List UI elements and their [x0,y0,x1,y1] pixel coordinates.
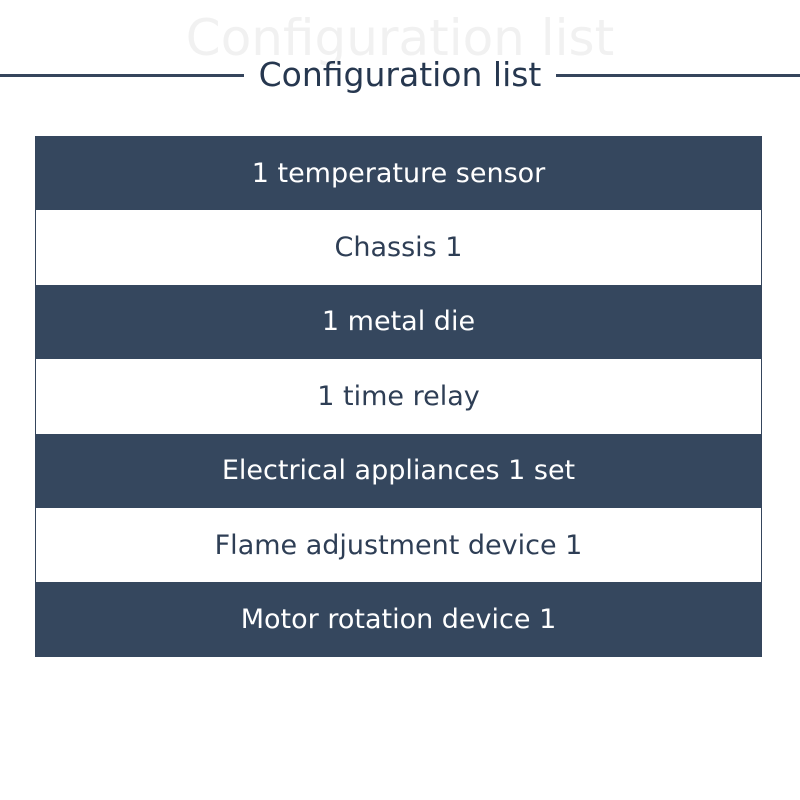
background-title-watermark: Configuration list [185,9,615,67]
list-item: Chassis 1 [36,210,761,285]
list-item: Flame adjustment device 1 [36,507,761,583]
configuration-list: 1 temperature sensor Chassis 1 1 metal d… [35,136,762,657]
page-title: Configuration list [258,55,542,94]
list-item: Electrical appliances 1 set [36,433,761,508]
list-item: 1 metal die [36,284,761,360]
list-item: 1 time relay [36,359,761,434]
title-right-rule [556,74,800,77]
list-item: Motor rotation device 1 [36,582,761,657]
title-row: Configuration list [0,52,800,98]
list-item: 1 temperature sensor [36,136,761,211]
title-left-rule [0,74,244,77]
